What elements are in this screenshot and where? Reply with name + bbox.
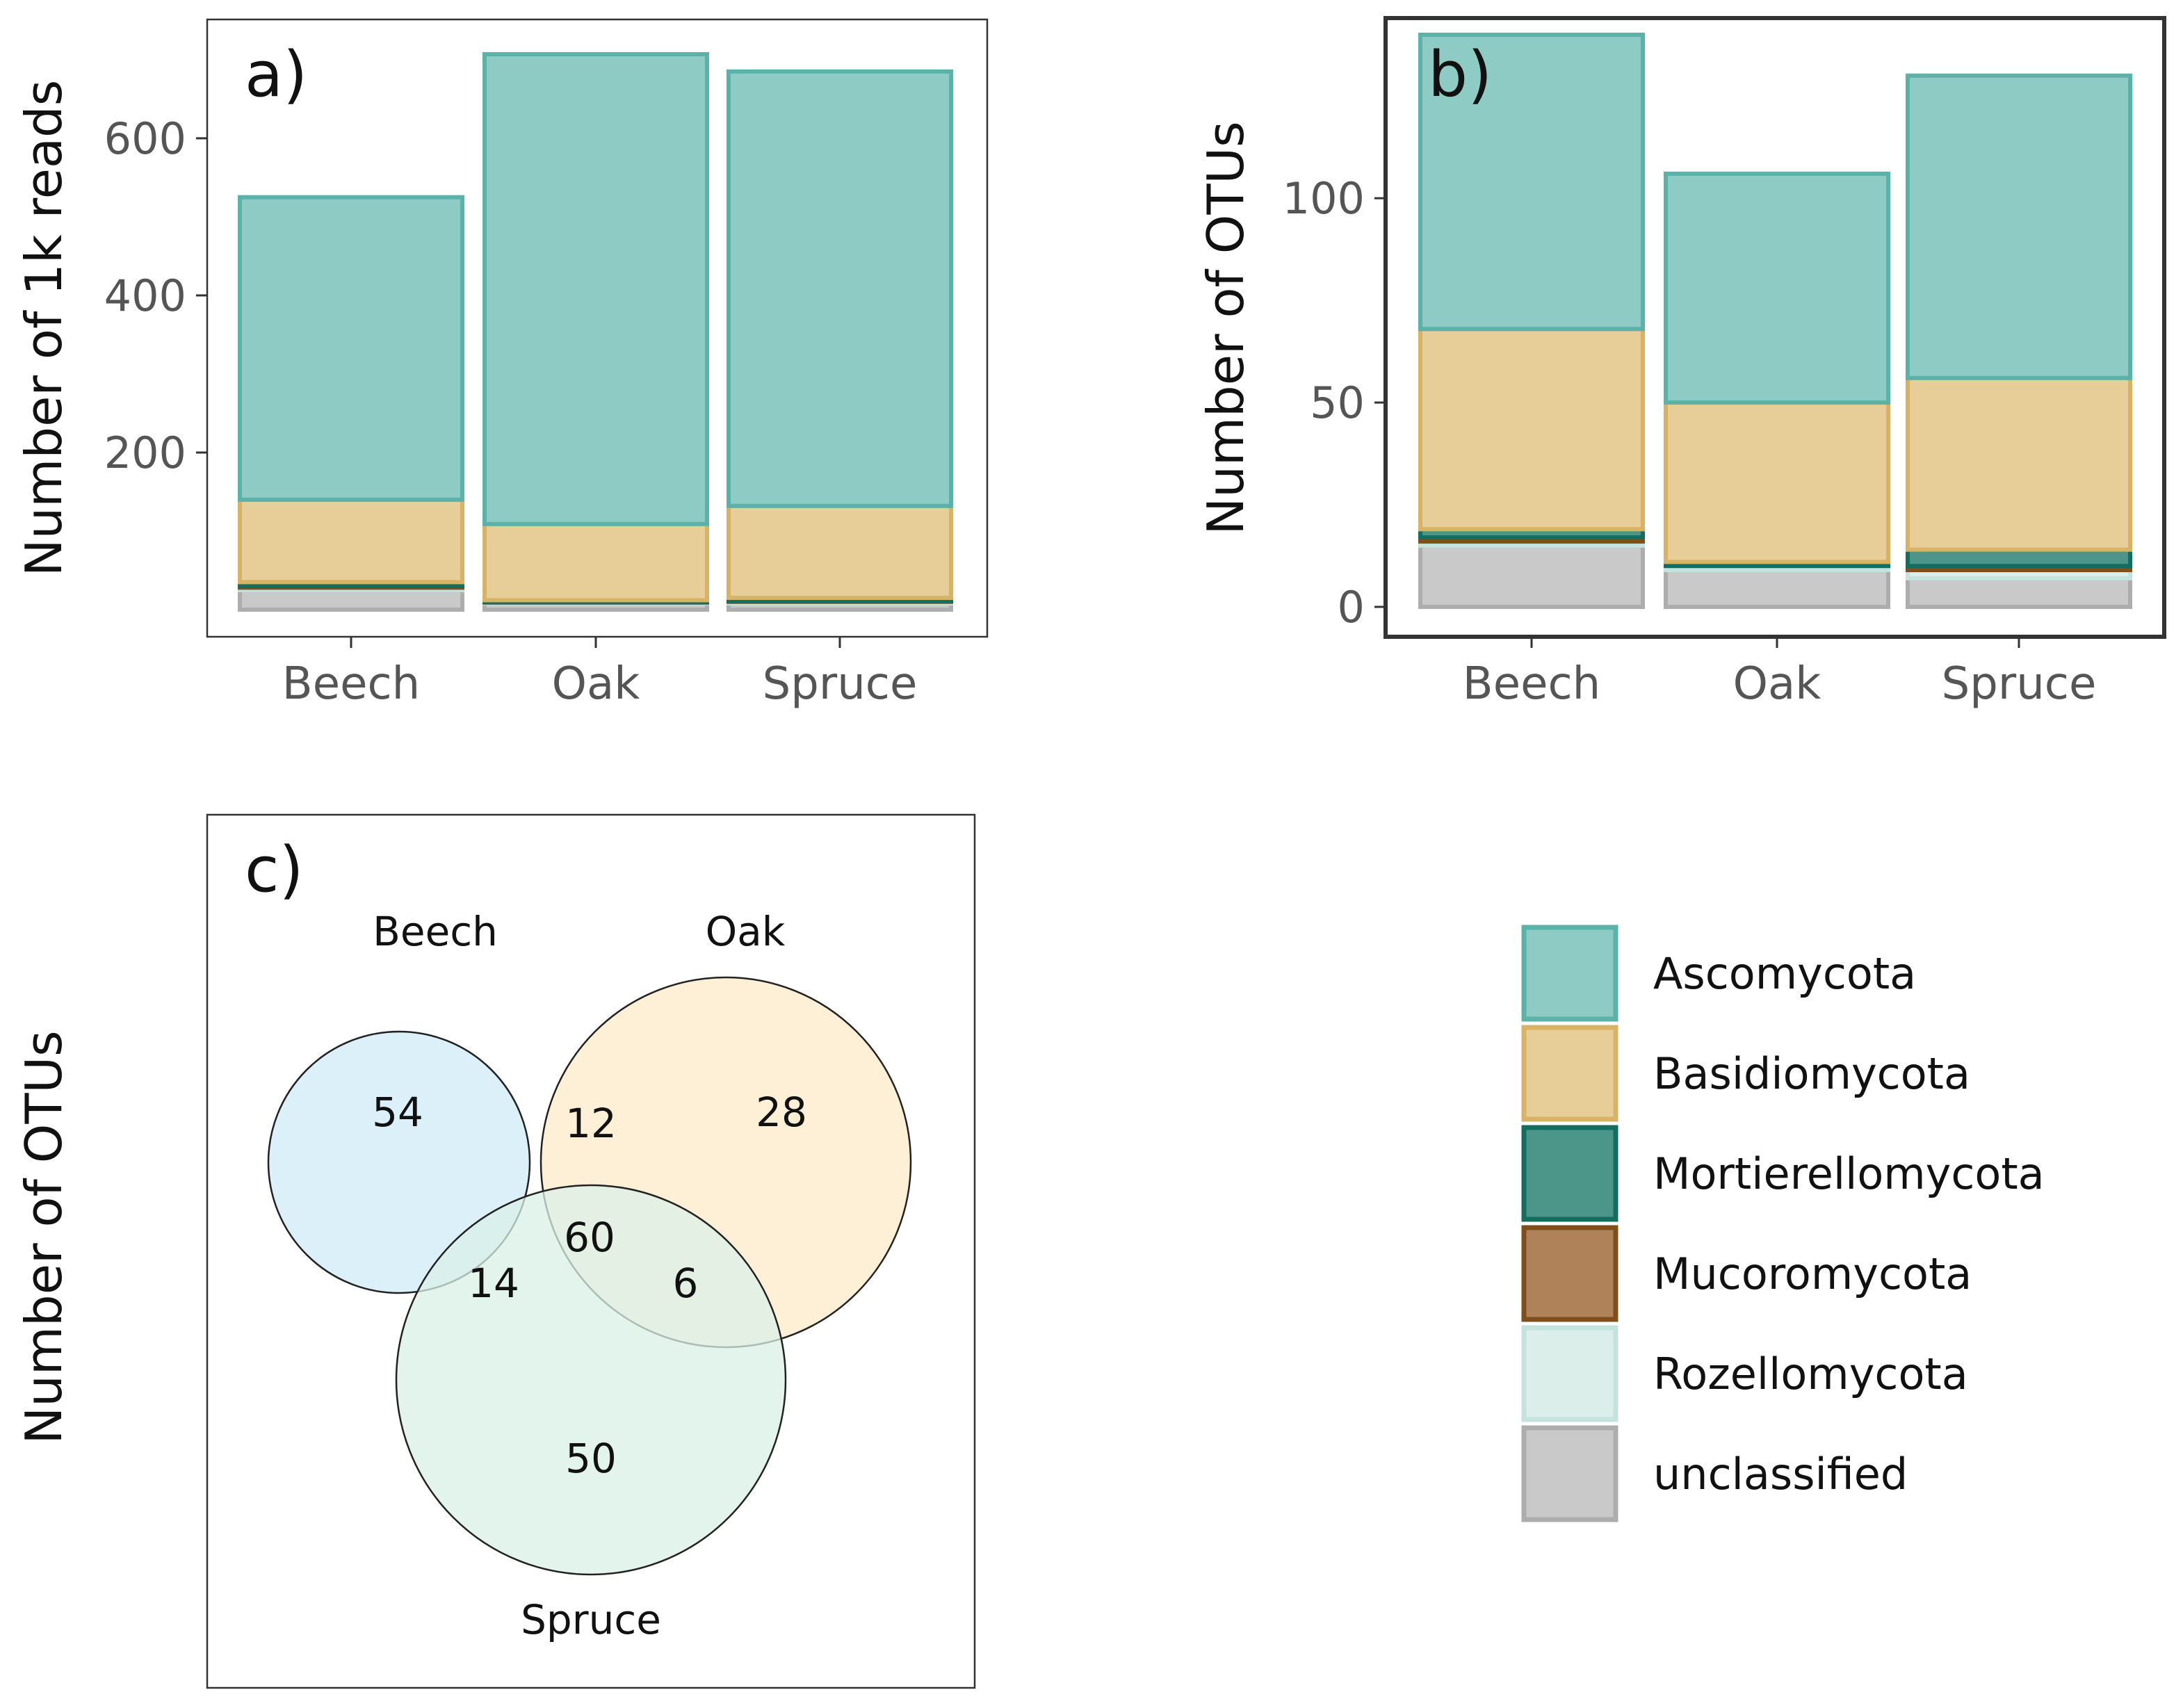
- bar-b-beech-unclassified: [1418, 543, 1645, 609]
- venn-count-beech-only: 54: [372, 1089, 423, 1136]
- legend-label-unclassified: unclassified: [1653, 1449, 1908, 1499]
- panel-c-y-axis-title: Number of OTUs: [15, 1030, 73, 1444]
- venn-count-beech-oak: 12: [565, 1100, 617, 1147]
- panel-b-bars: [1418, 33, 2132, 609]
- legend-swatch-ascomycota: [1521, 925, 1618, 1022]
- legend-swatch-mucoromycota: [1521, 1225, 1618, 1322]
- y-tick-label-a-200: 200: [104, 428, 186, 478]
- bar-b-spruce-mortierellomycota: [1906, 547, 2132, 569]
- legend-label-rozellomycota: Rozellomycota: [1653, 1349, 1968, 1399]
- y-tick-label-a-600: 600: [104, 113, 186, 164]
- panel-a: 200 400 600 Beech Oak Spruce a) Number of 1k…: [15, 18, 989, 710]
- panel-a-bars: [238, 51, 953, 612]
- venn-circle-spruce: [395, 1184, 787, 1576]
- venn-count-all-three: 60: [564, 1214, 615, 1261]
- legend-label-mortierellomycota: Mortierellomycota: [1653, 1148, 2045, 1199]
- bar-b-spruce-basidiomycota: [1906, 375, 2132, 552]
- bar-a-oak-ascomycota: [482, 51, 709, 526]
- y-tick-label-b-50: 50: [1310, 377, 1365, 428]
- panel-b-label: b): [1428, 38, 1492, 111]
- y-tick-label-b-100: 100: [1283, 173, 1365, 224]
- venn-count-beech-spruce: 14: [468, 1260, 519, 1307]
- bar-a-beech-ascomycota: [238, 195, 464, 502]
- panel-a-label: a): [245, 38, 307, 111]
- x-tick-label-b-beech: Beech: [1463, 658, 1600, 710]
- legend-swatch-unclassified: [1521, 1425, 1618, 1522]
- x-tick-label-b-spruce: Spruce: [1942, 658, 2097, 710]
- x-tick-label-a-spruce: Spruce: [763, 658, 918, 710]
- panel-a-y-axis-title: Number of 1k reads: [15, 80, 73, 576]
- y-tick-label-a-400: 400: [104, 270, 186, 321]
- venn-set-label-spruce: Spruce: [521, 1596, 661, 1643]
- panel-b: 0 50 100 Beech Oak Spruce b) Number of OTUs: [1196, 16, 2166, 710]
- venn-set-label-oak: Oak: [706, 908, 786, 955]
- legend-swatch-rozellomycota: [1521, 1325, 1618, 1422]
- bar-a-spruce-ascomycota: [727, 69, 953, 508]
- bar-a-spruce-basidiomycota: [727, 503, 953, 601]
- venn-set-label-beech: Beech: [373, 908, 498, 955]
- venn-count-spruce-only: 50: [565, 1435, 617, 1482]
- legend-swatch-basidiomycota: [1521, 1025, 1618, 1122]
- bar-b-spruce-ascomycota: [1906, 73, 2132, 380]
- bar-b-beech-ascomycota: [1418, 33, 1645, 332]
- x-tick-label-b-oak: Oak: [1733, 658, 1821, 710]
- panel-b-y-axis-title: Number of OTUs: [1196, 121, 1255, 535]
- x-tick-label-a-oak: Oak: [552, 658, 640, 710]
- legend-label-basidiomycota: Basidiomycota: [1653, 1048, 1970, 1099]
- venn-count-oak-spruce: 6: [673, 1260, 699, 1307]
- x-tick-label-a-beech: Beech: [282, 658, 420, 710]
- legend-label-ascomycota: Ascomycota: [1653, 948, 1916, 999]
- panel-a-y-axis: 200 400 600: [104, 113, 207, 478]
- bar-b-oak-basidiomycota: [1664, 400, 1890, 564]
- bar-a-beech-unclassified: [238, 587, 464, 612]
- bar-a-oak-basidiomycota: [482, 521, 709, 603]
- panel-b-x-axis: Beech Oak Spruce: [1463, 637, 2097, 710]
- panel-b-y-axis: 0 50 100: [1283, 173, 1386, 633]
- legend: AscomycotaBasidiomycotaMortierellomycota…: [1521, 925, 2045, 1522]
- bar-b-spruce-unclassified: [1906, 576, 2132, 609]
- venn-circle-beech: [267, 1030, 531, 1294]
- bar-b-oak-ascomycota: [1664, 171, 1890, 405]
- y-tick-label-b-0: 0: [1338, 582, 1365, 633]
- bar-b-oak-unclassified: [1664, 568, 1890, 609]
- legend-label-mucoromycota: Mucoromycota: [1653, 1249, 1972, 1299]
- bar-a-beech-basidiomycota: [238, 497, 464, 585]
- bar-b-beech-basidiomycota: [1418, 327, 1645, 532]
- panel-c-label: c): [245, 833, 304, 906]
- legend-swatch-mortierellomycota: [1521, 1125, 1618, 1222]
- venn-count-oak-only: 28: [756, 1089, 807, 1136]
- panel-c: c) Number of OTUs Beech Oak Spruce 54 28…: [15, 813, 976, 1689]
- panel-a-x-axis: Beech Oak Spruce: [282, 637, 918, 710]
